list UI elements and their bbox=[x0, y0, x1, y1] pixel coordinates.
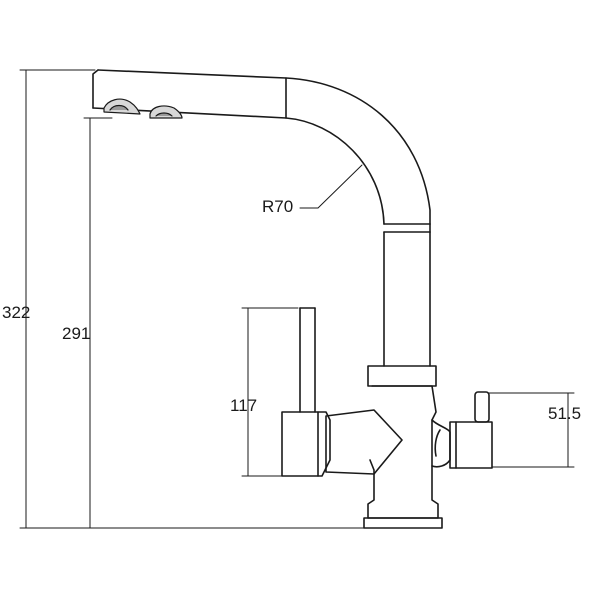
body-collar bbox=[367, 365, 437, 387]
faucet-body bbox=[325, 365, 443, 529]
lever-handle bbox=[281, 307, 331, 477]
dimension-lines bbox=[19, 69, 575, 529]
aerator-right bbox=[149, 105, 183, 119]
body-main bbox=[367, 385, 439, 519]
lever-block bbox=[281, 411, 331, 477]
aerator-nozzles bbox=[103, 98, 183, 119]
side-knob bbox=[431, 391, 493, 469]
dim-label-spout-radius: R70 bbox=[262, 197, 294, 216]
spout-inner-edge bbox=[92, 107, 385, 225]
knob-pin bbox=[474, 391, 490, 423]
spout-nozzle-end bbox=[92, 69, 99, 109]
dim-label-spout-height: 291 bbox=[62, 324, 91, 343]
base-plate bbox=[363, 517, 443, 529]
aerator-left-tip bbox=[109, 104, 129, 111]
dim-label-total-height: 322 bbox=[2, 303, 31, 322]
aerator-right-tip bbox=[155, 112, 173, 117]
r70-leader-line bbox=[299, 164, 363, 209]
dim-label-side-knob-height: 51.5 bbox=[548, 404, 582, 423]
knob-lobe-inner bbox=[434, 429, 441, 457]
left-hub bbox=[325, 409, 403, 475]
spout bbox=[92, 69, 431, 367]
knob-lobe bbox=[431, 419, 451, 468]
spout-outer-edge bbox=[97, 69, 431, 225]
dim-label-lever-height: 117 bbox=[230, 396, 258, 415]
